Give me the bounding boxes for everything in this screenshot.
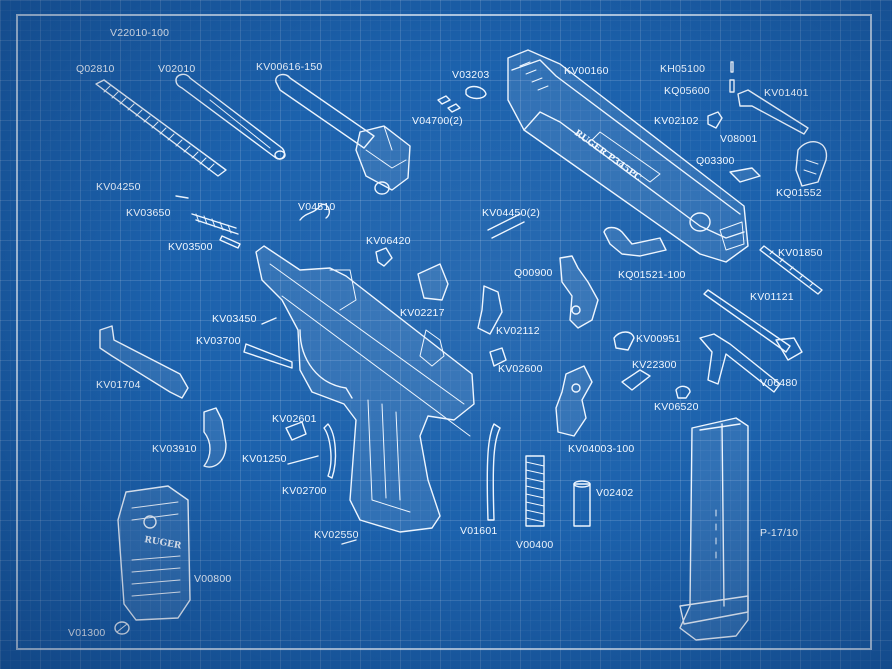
part-magazine [679, 417, 749, 641]
part-firing-pin [759, 245, 823, 295]
label-V06480: V06480 [760, 377, 797, 389]
label-V01601: V01601 [460, 525, 497, 537]
part-slide-stop [99, 325, 189, 399]
label-KV03500: KV03500 [168, 241, 213, 253]
label-V00400: V00400 [516, 539, 553, 551]
label-KV02550: KV02550 [314, 529, 359, 541]
label-KV02700: KV02700 [282, 485, 327, 497]
label-KV04250: KV04250 [96, 181, 141, 193]
label-V04510: V04510 [298, 201, 335, 213]
label-KV02102: KV02102 [654, 115, 699, 127]
part-frame-pins [243, 317, 357, 545]
part-decocker [603, 226, 667, 257]
part-rear-sight [729, 167, 761, 183]
label-KV06520: KV06520 [654, 401, 699, 413]
label-V22010-100: V22010-100 [110, 27, 169, 39]
label-KV03700: KV03700 [196, 335, 241, 347]
part-guide-rod [175, 73, 286, 160]
part-grip-panel: RUGER [117, 485, 191, 621]
label-KV01401: KV01401 [764, 87, 809, 99]
label-KV00160: KV00160 [564, 65, 609, 77]
label-KV02601: KV02601 [272, 413, 317, 425]
label-KQ05600: KQ05600 [664, 85, 710, 97]
label-V02010: V02010 [158, 63, 195, 75]
part-extractor [737, 89, 809, 135]
blueprint-border [16, 14, 872, 650]
label-KQ01521-100: KQ01521-100 [618, 269, 686, 281]
part-frame [255, 245, 475, 533]
part-safety-lever [795, 141, 828, 187]
label-Q00900: Q00900 [514, 267, 553, 279]
label-V01300: V01300 [68, 627, 105, 639]
label-KV04450: KV04450(2) [482, 207, 540, 219]
label-V08001: V08001 [720, 133, 757, 145]
part-sear-housing [559, 255, 599, 329]
label-KH05100: KH05100 [660, 63, 705, 75]
part-left-pins [175, 195, 330, 249]
label-KV00616-150: KV00616-150 [256, 61, 322, 73]
label-Q03300: Q03300 [696, 155, 735, 167]
label-KV04003-100: KV04003-100 [568, 443, 634, 455]
label-KV00951: KV00951 [636, 333, 681, 345]
label-KV03910: KV03910 [152, 443, 197, 455]
label-V03203: V03203 [452, 69, 489, 81]
part-slide: RUGER P345PC [507, 49, 749, 263]
part-mainspring-strut [486, 423, 501, 521]
label-V02402: V02402 [596, 487, 633, 499]
label-KV03650: KV03650 [126, 207, 171, 219]
label-Q02810: Q02810 [76, 63, 115, 75]
part-hammer-parts [375, 247, 507, 367]
part-mainspring [525, 455, 545, 527]
part-sight-pins [707, 61, 735, 129]
label-KV01121: KV01121 [750, 291, 794, 303]
part-barrel [275, 73, 411, 195]
label-KV22300: KV22300 [632, 359, 677, 371]
part-small-pins [437, 85, 525, 239]
label-V04700: V04700(2) [412, 115, 463, 127]
label-KV06420: KV06420 [366, 235, 411, 247]
label-KV02600: KV02600 [498, 363, 543, 375]
part-right-small [613, 289, 803, 399]
part-trigger [203, 407, 227, 468]
label-KV02217: KV02217 [400, 307, 445, 319]
label-KV02112: KV02112 [496, 325, 540, 337]
part-recoil-spring [95, 79, 227, 177]
label-KV03450: KV03450 [212, 313, 257, 325]
part-hammer [555, 365, 593, 437]
label-KV01850: KV01850 [778, 247, 823, 259]
label-KQ01552: KQ01552 [776, 187, 822, 199]
part-spring-seat [573, 480, 591, 527]
label-V00800: V00800 [194, 573, 231, 585]
label-KV01250: KV01250 [242, 453, 287, 465]
label-P-17-10: P-17/10 [760, 527, 798, 539]
label-KV01704: KV01704 [96, 379, 141, 391]
part-grip-screw [114, 621, 130, 635]
